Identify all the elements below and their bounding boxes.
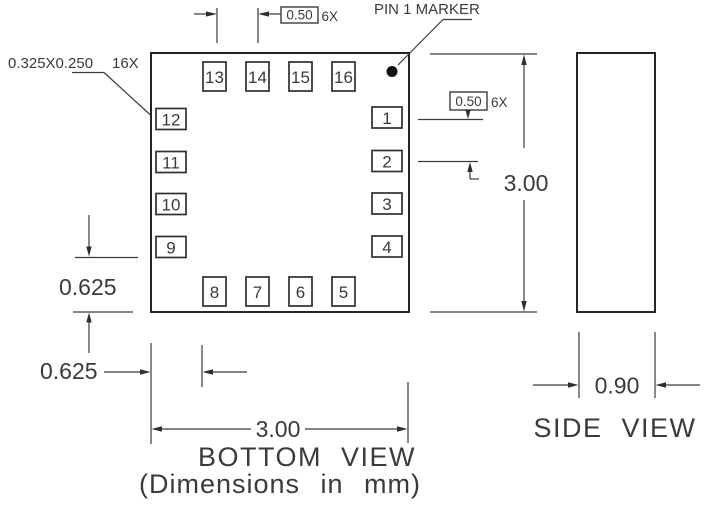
pad-number: 8 — [210, 283, 219, 302]
pad-number: 16 — [334, 68, 353, 87]
side-view-outline — [576, 52, 656, 313]
pad-number: 10 — [162, 196, 181, 215]
arrowhead-down — [521, 301, 527, 312]
arrowhead-left — [655, 382, 666, 388]
pitch-top-value: 0.50 — [286, 8, 312, 23]
pad-size-callout: 0.325X0.250 16X — [8, 55, 151, 116]
arrowhead-left — [151, 426, 162, 432]
pad-box — [331, 61, 356, 92]
pad-box — [245, 61, 270, 92]
pitch-right-count: 6X — [491, 95, 508, 110]
pad-box — [371, 106, 403, 129]
pad-box — [371, 149, 403, 173]
pitch-top-count: 6X — [322, 9, 339, 24]
dim-pitch-top: 0.50 6X — [194, 6, 339, 43]
pad-box — [155, 150, 187, 174]
dim-body-width: 3.00 — [151, 382, 409, 443]
pad-number: 7 — [253, 283, 262, 302]
pitch-right-value: 0.50 — [455, 94, 481, 109]
leader-line — [397, 19, 444, 66]
arrowhead-right — [206, 11, 217, 17]
pin1-marker-dot — [386, 66, 398, 77]
bottom-view-label: BOTTOM VIEW — [198, 442, 416, 472]
units-note: (Dimensions in mm) — [139, 469, 421, 499]
arrowhead-right — [568, 382, 579, 388]
body-width-value: 3.00 — [256, 416, 301, 442]
pad-box — [155, 192, 187, 216]
pad-number: 3 — [382, 195, 391, 214]
arrowhead-right — [140, 369, 151, 375]
pad-box — [155, 107, 187, 131]
arrowhead-left — [202, 369, 213, 375]
arrowhead-up — [86, 312, 92, 323]
pad-number: 12 — [162, 111, 181, 130]
dim-body-height: 3.00 — [430, 53, 549, 313]
arrowhead-right — [397, 426, 408, 432]
pad-number: 4 — [382, 238, 391, 257]
offset-vertical-value: 0.625 — [59, 274, 117, 300]
pad-number: 6 — [296, 283, 305, 302]
arrowhead-down — [86, 246, 92, 257]
pin1-callout: PIN 1 MARKER — [374, 1, 480, 66]
pad-number: 11 — [162, 154, 180, 173]
pad-box — [331, 276, 356, 307]
dimension-value-box — [280, 6, 319, 24]
pad-size-count-label: 16X — [112, 55, 139, 72]
pad-box — [288, 276, 313, 307]
dim-pitch-right: 0.50 6X — [418, 91, 508, 180]
arrowhead-up — [467, 162, 473, 172]
leader-line — [103, 72, 151, 116]
arrowhead-down — [465, 109, 471, 119]
pad-box — [202, 61, 227, 92]
side-view-label: SIDE VIEW — [533, 413, 696, 443]
offset-horizontal-value: 0.625 — [40, 358, 98, 384]
pin1-marker-label: PIN 1 MARKER — [374, 1, 480, 18]
pad-box — [371, 235, 403, 258]
pad-number: 13 — [205, 68, 224, 87]
pad-box — [202, 276, 227, 307]
pad-number: 9 — [166, 239, 175, 258]
dim-offset-horizontal: 0.625 — [40, 343, 247, 444]
titles: BOTTOM VIEW (Dimensions in mm) — [139, 442, 421, 499]
side-view: 0.90 SIDE VIEW — [533, 52, 700, 443]
pad-box — [371, 192, 403, 215]
pad-box — [288, 61, 313, 92]
pad-number: 15 — [291, 68, 310, 87]
pad-size-label: 0.325X0.250 — [8, 55, 93, 72]
pad-number: 5 — [339, 283, 348, 302]
pad-box — [245, 276, 270, 307]
pad-number: 1 — [382, 109, 391, 128]
package-body-outline — [150, 52, 410, 313]
dim-offset-vertical: 0.625 — [59, 215, 138, 353]
arrowhead-up — [521, 54, 527, 65]
bottom-view: 13 14 15 16 1 2 3 4 8 7 6 5 12 11 10 9 — [150, 52, 410, 313]
arrowhead-left — [258, 11, 269, 17]
thickness-value: 0.90 — [595, 373, 640, 399]
pad-number: 2 — [382, 153, 391, 172]
body-height-value: 3.00 — [504, 170, 549, 196]
pad-box — [155, 235, 187, 259]
pad-number: 14 — [248, 68, 267, 87]
